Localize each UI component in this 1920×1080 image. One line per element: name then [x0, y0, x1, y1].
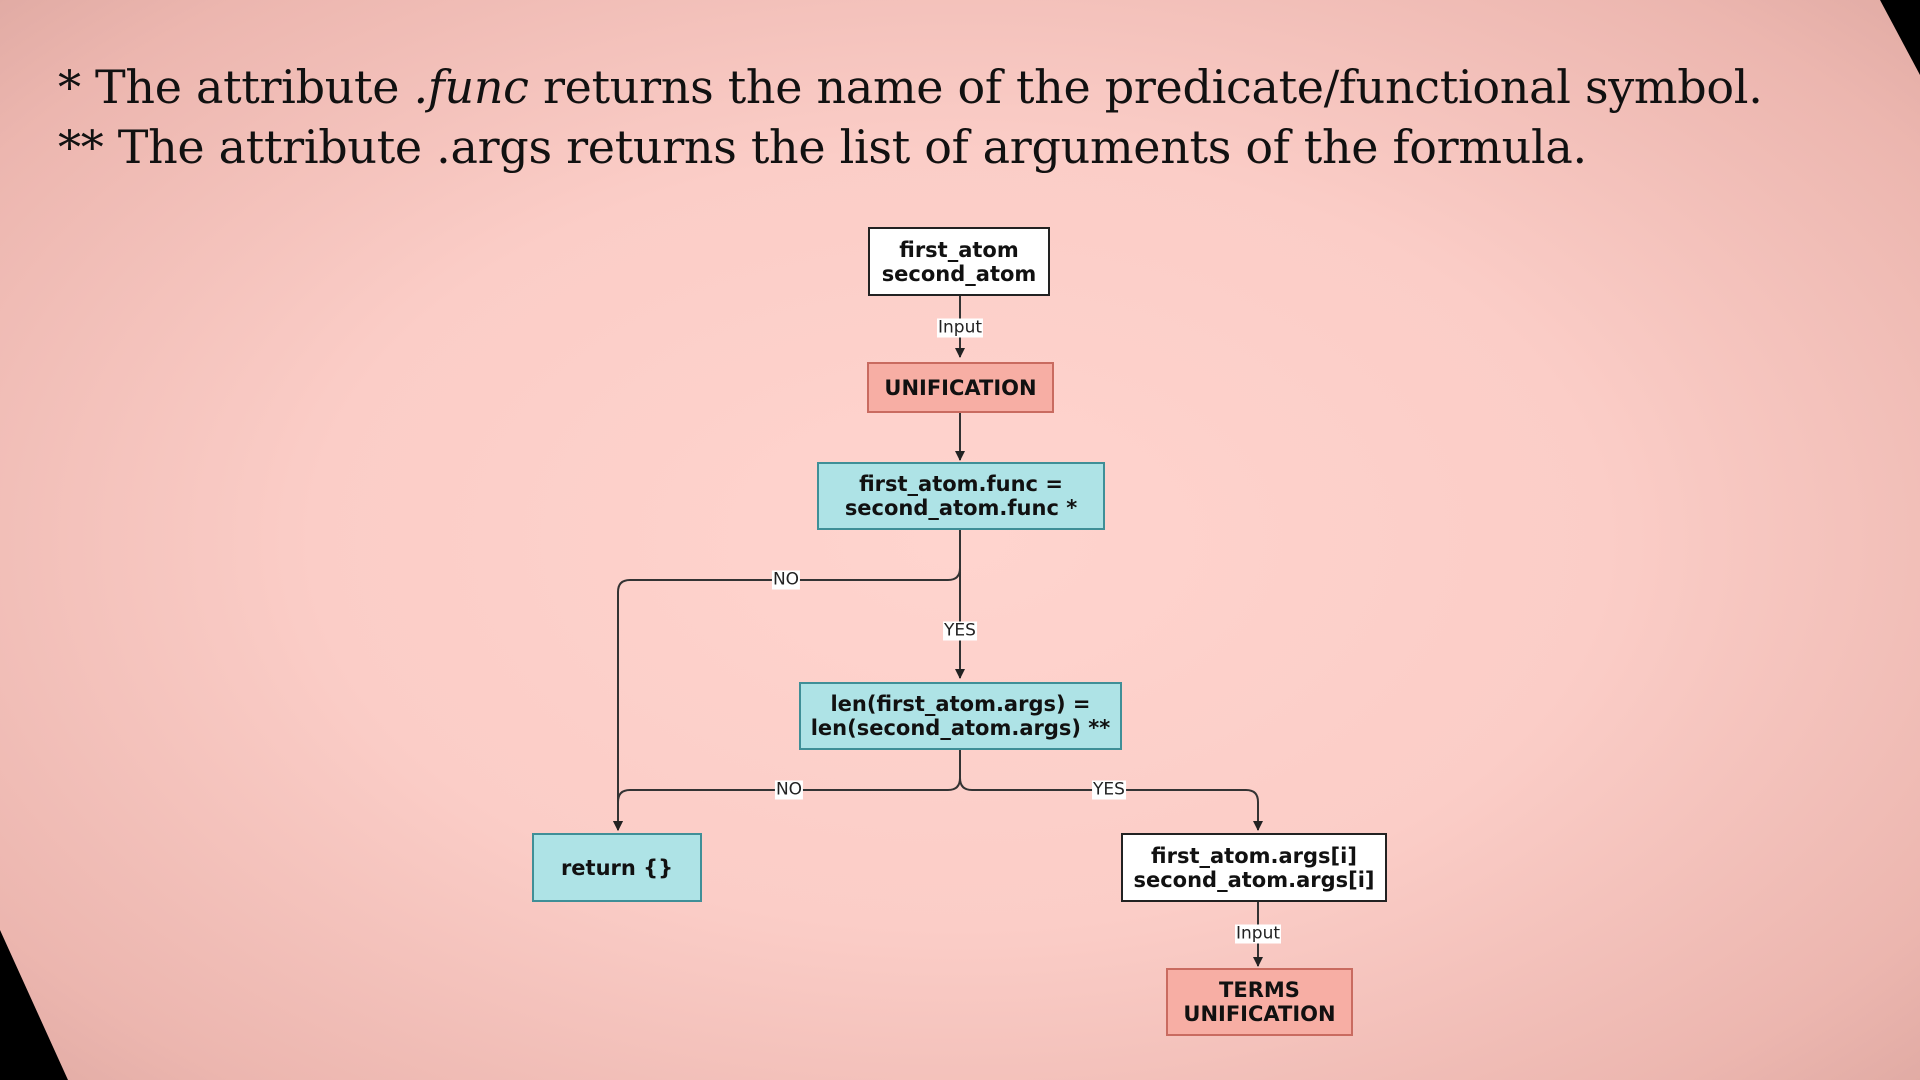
footnote-func-emphasis: .func	[413, 60, 529, 114]
edge-label-input-1: Input	[936, 317, 984, 338]
footnote-func-prefix: * The attribute	[58, 60, 414, 114]
edge-label-func-yes: YES	[943, 620, 977, 641]
edge-label-args-no: NO	[774, 779, 804, 800]
edge-label-func-no: NO	[771, 569, 801, 590]
node-input-atoms: first_atom second_atom	[868, 227, 1050, 296]
node-input-args: first_atom.args[i] second_atom.args[i]	[1121, 833, 1387, 902]
edge-label-input-2: Input	[1234, 923, 1282, 944]
node-func-check: first_atom.func = second_atom.func *	[817, 462, 1105, 530]
node-terms-unification: TERMS UNIFICATION	[1166, 968, 1353, 1036]
edge-label-args-yes: YES	[1092, 779, 1126, 800]
node-return-empty: return {}	[532, 833, 702, 902]
footnote-func: * The attribute .func returns the name o…	[58, 60, 1763, 114]
node-unification: UNIFICATION	[867, 362, 1054, 413]
footnote-args: ** The attribute .args returns the list …	[58, 120, 1587, 174]
footnote-func-suffix: returns the name of the predicate/functi…	[528, 60, 1763, 114]
node-args-check: len(first_atom.args) = len(second_atom.a…	[799, 682, 1122, 750]
